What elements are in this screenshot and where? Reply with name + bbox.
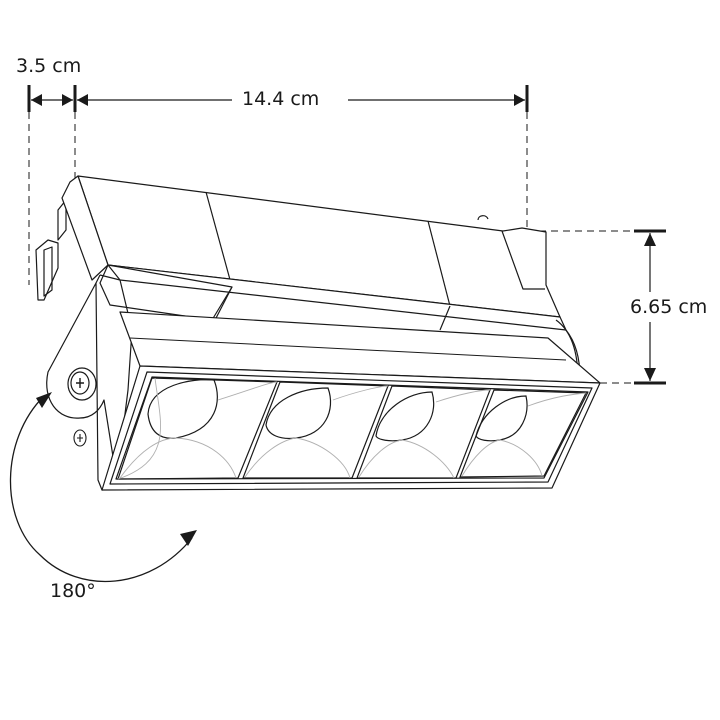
lens-cell-4 — [459, 389, 587, 478]
fixture-body — [35, 175, 601, 491]
dimension-body-length — [77, 85, 529, 231]
lens-array — [117, 377, 587, 480]
rotation-arc — [9, 392, 197, 583]
small-screw-icon — [73, 429, 87, 447]
lens-cell-3 — [356, 385, 491, 479]
pivot-screw-icon — [67, 367, 97, 401]
mount-depth-label: 3.5 cm — [16, 55, 82, 77]
height-label: 6.65 cm — [624, 296, 714, 318]
dimension-mount-depth — [27, 85, 77, 285]
rotation-label: 180° — [50, 580, 96, 602]
dimension-height — [527, 229, 666, 385]
lens-cell-2 — [242, 381, 389, 479]
body-length-label: 14.4 cm — [236, 88, 326, 110]
lens-cell-1 — [117, 377, 278, 480]
